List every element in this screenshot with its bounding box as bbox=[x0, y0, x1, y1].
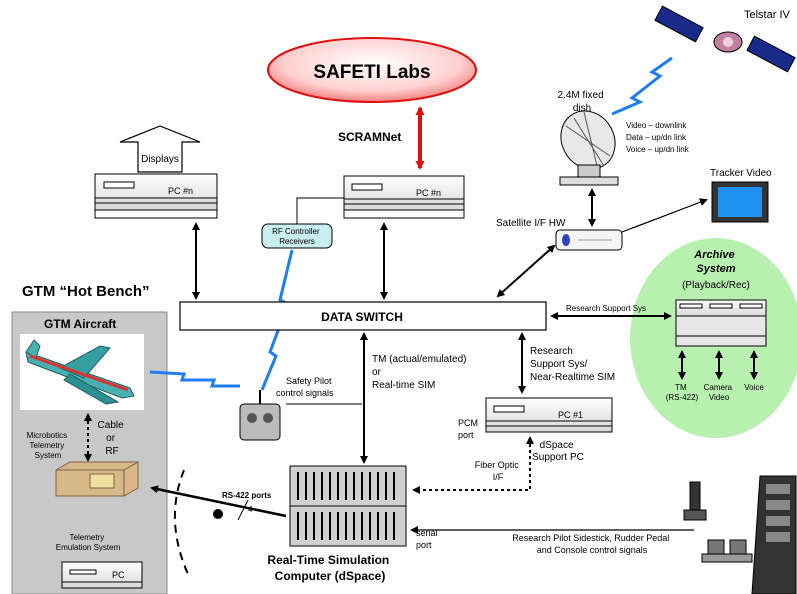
archive-rack-icon bbox=[675, 299, 767, 347]
serial-port-label: serial port bbox=[416, 528, 440, 550]
dish-label: 2.4M fixed dish bbox=[558, 90, 607, 114]
safeti-labs-oval bbox=[267, 37, 477, 103]
fiber-optic-label: Fiber Optic I/F bbox=[475, 460, 522, 482]
data-switch-box bbox=[179, 301, 547, 331]
tm-emulated-label: TM (actual/emulated) or Real-time SIM bbox=[372, 354, 469, 391]
cable-rf-label: Cable or RF bbox=[98, 420, 127, 457]
rf-to-pc-link bbox=[296, 197, 344, 224]
rs422-junction bbox=[213, 509, 223, 519]
pilot-signals-label: Research Pilot Sidestick, Rudder Pedal a… bbox=[512, 533, 672, 555]
displays-arrow-icon bbox=[119, 125, 201, 173]
rc-transmitter-icon bbox=[239, 390, 281, 441]
rs422-link bbox=[150, 485, 287, 518]
microbotics-label: Microbotics Telemetry System bbox=[27, 431, 70, 460]
tracker-monitor-icon bbox=[711, 181, 769, 223]
console-icon bbox=[751, 475, 797, 594]
pc-n-left-box bbox=[94, 173, 218, 219]
satellite-if-hw-icon bbox=[555, 229, 623, 251]
archive-tm-label: TM (RS-422) bbox=[666, 383, 699, 402]
hot-bench-title: GTM “Hot Bench” bbox=[22, 283, 150, 300]
sidestick-icon bbox=[683, 481, 707, 521]
rudder-pedal-icon bbox=[701, 539, 753, 563]
safety-pilot-label: Safety Pilot control signals bbox=[276, 376, 334, 398]
displays-label: Displays bbox=[141, 154, 179, 165]
rf-controller-label: RF Controller Receivers bbox=[272, 227, 322, 246]
rs422-count-label: 4 bbox=[248, 505, 253, 514]
telemetry-pc-box bbox=[61, 561, 143, 589]
gtm-aircraft-label: GTM Aircraft bbox=[44, 317, 116, 331]
dspace-support-pc-label: dSpace Support PC bbox=[532, 440, 584, 463]
pcm-port-label: PCM port bbox=[458, 418, 481, 440]
pc-1-label: PC #1 bbox=[558, 410, 583, 420]
pc-n-left-label: PC #n bbox=[168, 186, 193, 196]
rtsim-rack-icon bbox=[289, 465, 407, 547]
safeti-labs-label: SAFETI Labs bbox=[313, 62, 430, 83]
rs422-dashed-arc bbox=[173, 469, 189, 575]
satellite-lightning-icon bbox=[611, 56, 673, 116]
satif-to-tracker-link bbox=[621, 198, 708, 233]
microbotics-box-icon bbox=[55, 461, 139, 497]
tracker-video-label: Tracker Video bbox=[710, 168, 772, 179]
telemetry-emulation-label: Telemetry Emulation System bbox=[56, 533, 121, 552]
archive-system-subtitle: (Playback/Rec) bbox=[682, 280, 750, 291]
rtsim-label: Real-Time Simulation Computer (dSpace) bbox=[267, 553, 392, 583]
satellite-if-label: Satellite I/F HW bbox=[496, 218, 566, 229]
archive-system-title: Archive System bbox=[693, 249, 737, 275]
archive-voice-label: Voice bbox=[744, 383, 764, 392]
pc-n-center-box bbox=[343, 175, 465, 219]
pc-1-box bbox=[485, 397, 613, 433]
scramnet-label: SCRAMNet bbox=[338, 130, 401, 144]
telemetry-pc-label: PC bbox=[112, 570, 125, 580]
satellite-icon bbox=[654, 5, 796, 73]
link-types-label: Video – downlink Data – up/dn link Voice… bbox=[626, 121, 690, 154]
research-nrt-label: Research Support Sys/ Near-Realtime SIM bbox=[530, 346, 615, 383]
research-support-sys-label: Research Support Sys bbox=[566, 304, 646, 313]
pc-n-center-label: PC #n bbox=[416, 188, 441, 198]
telstar-label: Telstar IV bbox=[744, 9, 791, 21]
aircraft-lightning-icon bbox=[149, 370, 240, 388]
aircraft-icon bbox=[25, 339, 135, 405]
archive-camera-label: Camera Video bbox=[704, 383, 735, 402]
rs422-label: RS-422 ports bbox=[222, 491, 272, 500]
dish-icon bbox=[559, 110, 619, 186]
satif-to-switch-link bbox=[496, 244, 556, 298]
data-switch-label: DATA SWITCH bbox=[321, 310, 403, 324]
